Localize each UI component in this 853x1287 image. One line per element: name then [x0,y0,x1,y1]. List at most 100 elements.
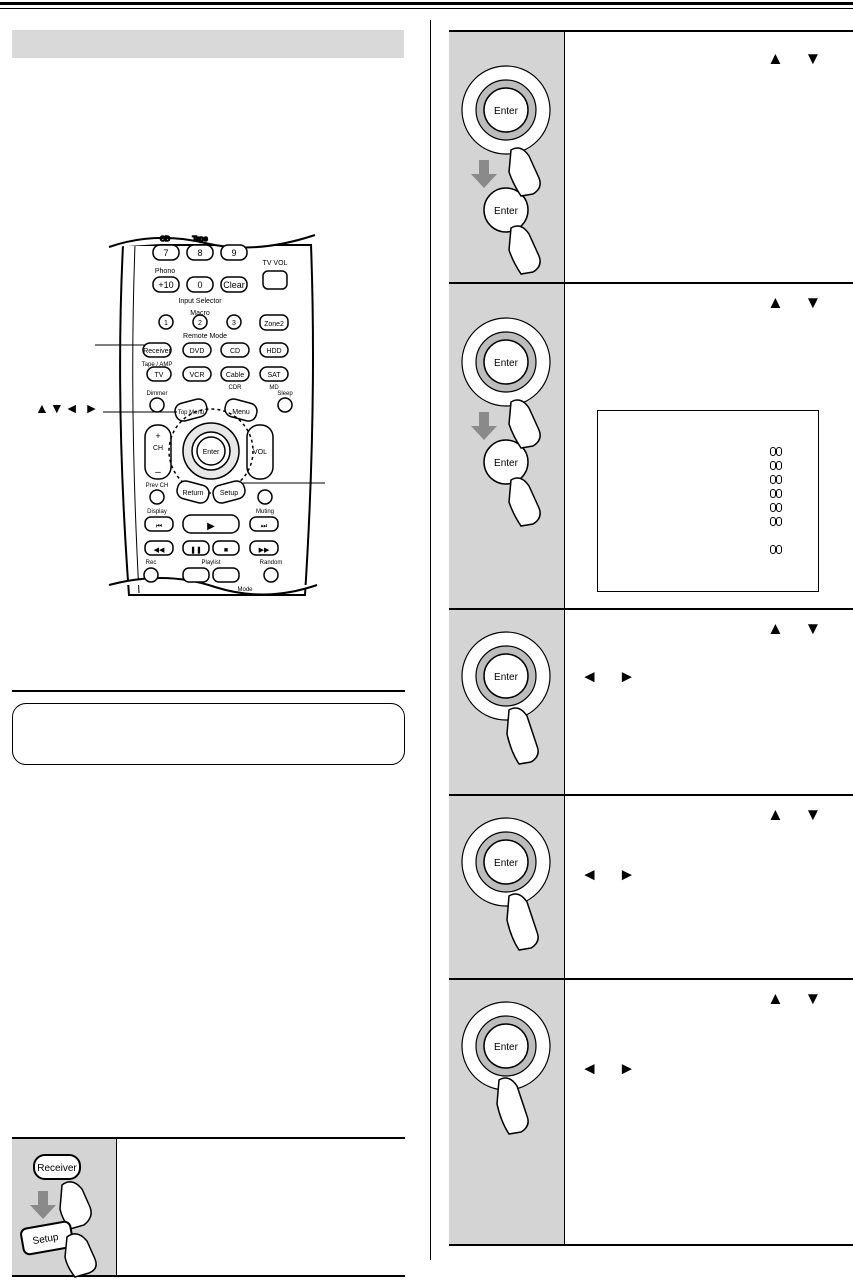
button-hdd[interactable] [259,342,289,358]
button-receiver[interactable] [142,342,172,358]
button-stop[interactable] [212,540,240,556]
button-tv-vol-down[interactable] [262,270,288,290]
svg-text:❚❚: ❚❚ [190,546,202,554]
enter-dial-illustration: Enter [461,631,551,765]
button-prev-ch[interactable] [149,489,165,505]
button-9[interactable] [220,244,248,261]
remote-label-tape: Tape [192,236,207,243]
button-play[interactable] [182,514,240,534]
button-0-label: 0 [197,280,202,290]
down-arrow-icon [471,412,497,440]
step-panel-4: Enter ▲ ▼ ◄ ► [449,794,853,978]
enter-dial-illustration: Enter [461,1001,551,1135]
remote-label-random: Random [260,560,283,566]
button-random[interactable] [263,567,279,583]
remote-label-tv-vol: TV VOL [263,260,288,267]
speaker-icon [770,461,782,470]
remote-label-display: Display [147,509,167,515]
osd-screen-box [597,410,819,592]
up-down-arrow-icons: ▲ ▼ [767,49,830,68]
macro-button-2[interactable] [192,314,208,330]
button-sat[interactable] [259,366,289,382]
button-zone2[interactable] [259,314,289,331]
left-right-arrow-icons: ◄ ► [581,865,644,884]
enter-label: Enter [494,358,519,369]
enter-button-icon[interactable] [483,439,529,485]
button-return[interactable] [175,479,211,505]
button-playlist-next[interactable] [212,567,240,583]
button-return-label: Return [182,490,203,497]
enter-button-icon[interactable] [483,839,529,885]
svg-text:⏭: ⏭ [261,523,268,530]
hand-pointer-icon [508,399,541,449]
button-hdd-label: HDD [266,348,281,355]
button-cd-mode-label: CD [230,348,240,355]
receiver-setup-illustration: Receiver Setup [20,1154,97,1278]
button-playlist-prev[interactable] [182,567,210,583]
down-arrow-icon [471,160,497,188]
enter-button-icon[interactable] [483,653,529,699]
button-7-label: 7 [163,248,168,258]
enter-dial-illustration: Enter [461,817,551,951]
remote-label-muting: Muting [256,509,274,515]
receiver-button-icon[interactable] [33,1154,81,1180]
enter-button-icon[interactable] [483,87,529,133]
hand-pointer-icon [59,1181,92,1230]
macro-3-label: 3 [232,320,236,327]
remote-label-sleep: Sleep [277,391,293,397]
button-top-menu[interactable] [173,397,209,423]
enter-label: Enter [494,672,519,683]
button-pause[interactable] [182,540,210,556]
svg-text:◀◀: ◀◀ [154,547,165,554]
button-ch-label: CH [153,445,163,452]
button-ch[interactable] [144,424,172,480]
button-prev-track[interactable] [144,516,174,532]
enter-button-icon[interactable] [483,339,529,385]
button-setup[interactable] [211,479,247,505]
button-sleep[interactable] [277,397,293,413]
button-cable[interactable] [220,366,250,382]
remote-label-tape-amp: Tape / AMP [142,362,173,368]
remote-label-md: MD [269,385,279,391]
button-clear[interactable] [220,276,248,293]
callout-arrow-keys: ▲▼◄ ► [35,400,100,416]
enter-button-icon[interactable] [483,187,529,233]
button-dimmer[interactable] [149,397,165,413]
button-muting[interactable] [257,489,273,505]
button-vol[interactable] [246,424,274,480]
left-right-arrow-icons: ◄ ► [581,1059,644,1078]
note-box [12,703,405,765]
remote-label-cdr: CDR [229,385,243,391]
hand-pointer-icon [506,893,539,951]
button-fast-forward[interactable] [249,540,279,556]
nav-ring-outer [168,408,254,494]
button-rec[interactable] [143,567,159,583]
up-down-arrow-icons: ▲ ▼ [767,293,830,312]
svg-text:–: – [155,467,161,478]
svg-text:▶▶: ▶▶ [259,547,270,554]
enter-button-icon[interactable] [483,1023,529,1069]
button-8[interactable] [186,244,214,261]
button-7[interactable] [152,244,180,261]
button-next-track[interactable] [249,516,279,532]
button-menu-label: Menu [232,409,250,416]
button-0[interactable] [186,276,214,293]
svg-text:■: ■ [224,547,228,554]
button-vcr[interactable] [182,366,212,382]
speaker-icon [770,503,782,512]
button-tv[interactable] [146,366,172,382]
header-rule-thick [0,2,853,5]
macro-button-1[interactable] [158,314,174,330]
button-cd[interactable] [220,342,250,358]
macro-button-3[interactable] [226,314,242,330]
button-rewind[interactable] [144,540,174,556]
button-dvd[interactable] [182,342,212,358]
button-menu[interactable] [223,397,259,423]
remote-label-mode: Mode [237,587,253,593]
hand-pointer-icon [508,477,541,527]
hand-pointer-icon [508,147,541,197]
button-plus10[interactable] [152,276,180,293]
enter-label: Enter [494,858,519,869]
left-right-arrow-icons: ◄ ► [581,667,644,686]
remote-label-phono: Phono [155,268,175,275]
